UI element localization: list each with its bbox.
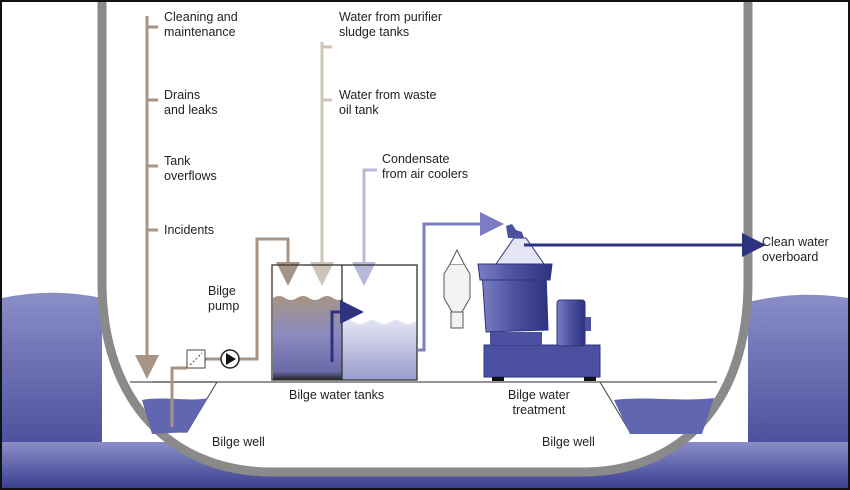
separator-feed-line xyxy=(417,212,504,352)
clean-tank-liquid xyxy=(342,320,418,380)
label-bilge-pump: Bilge pump xyxy=(208,284,240,313)
label-condensate: Condensate from air coolers xyxy=(382,152,469,181)
condensate-line xyxy=(352,168,377,286)
label-bilge-water-treatment: Bilge water treatment xyxy=(508,388,570,417)
label-bilge-water-tanks: Bilge water tanks xyxy=(289,388,385,402)
drain-collection-line xyxy=(135,16,159,379)
label-purifier-sludge: Water from purifier sludge tanks xyxy=(339,10,443,39)
label-bilge-well-left: Bilge well xyxy=(212,435,265,449)
separator-machine xyxy=(443,224,601,381)
label-cleaning-maintenance: Cleaning and maintenance xyxy=(164,10,238,39)
dirty-tank-liquid xyxy=(273,296,343,380)
bilge-pump-line xyxy=(170,237,288,427)
label-clean-water-overboard: Clean water overboard xyxy=(762,235,829,264)
sludge-line xyxy=(310,42,334,286)
label-waste-oil: Water from waste oil tank xyxy=(339,88,437,117)
bilge-water-tanks xyxy=(271,264,418,381)
label-tank-overflows: Tank overflows xyxy=(164,154,217,183)
label-drains-leaks: Drains and leaks xyxy=(164,88,218,117)
label-incidents: Incidents xyxy=(164,223,215,237)
transfer-arrow xyxy=(330,300,364,362)
label-bilge-well-right: Bilge well xyxy=(542,435,595,449)
